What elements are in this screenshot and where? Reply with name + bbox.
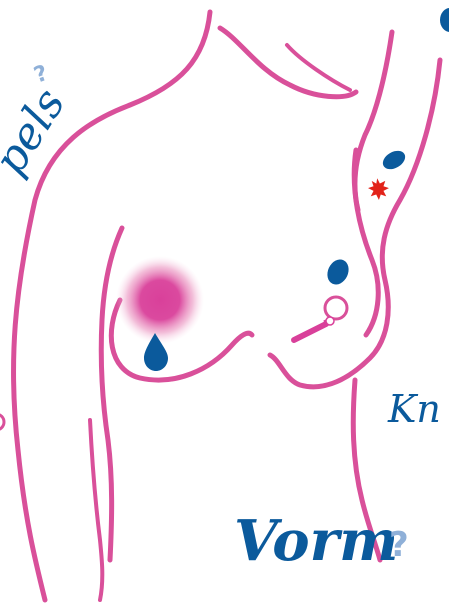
lump-ellipse-icon-corner [440,8,449,32]
pels-label: pels [0,80,75,184]
vorm-question-mark: ? [389,525,409,565]
injury-arrow-pin-icon [294,317,334,340]
retraction-ring-icon [325,297,347,319]
kn-label: Kn [387,387,441,431]
lump-ellipse-icon-lower [323,256,352,288]
redness-glow-icon [116,256,204,344]
pain-starburst-icon [367,177,390,201]
partial-ring-icon [0,414,4,430]
vorm-label: Vorm [234,508,398,574]
pels-label-group: pels [0,80,75,184]
lump-ellipse-icon-upper [380,147,409,173]
